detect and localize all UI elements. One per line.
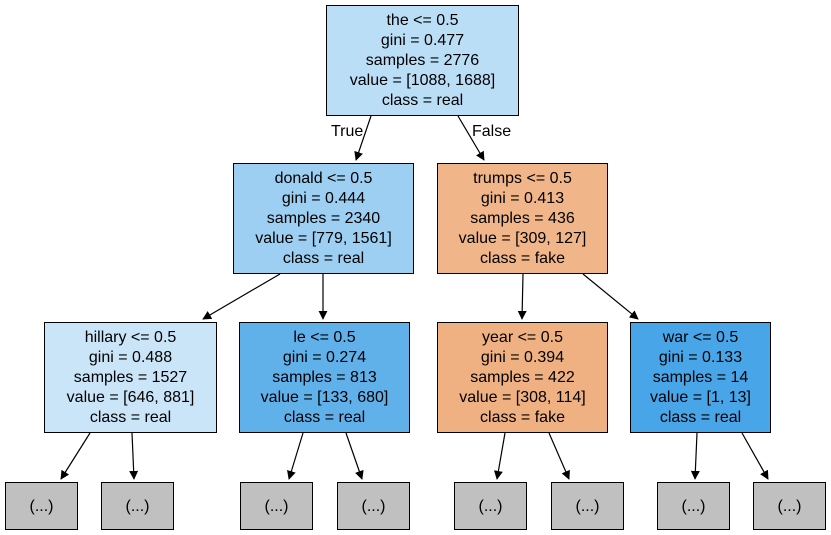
tree-edge-arrow bbox=[129, 432, 139, 480]
truncated-subtree-node: (...) bbox=[551, 482, 624, 530]
truncated-subtree-node: (...) bbox=[101, 482, 174, 530]
tree-node-line: gini = 0.133 bbox=[659, 349, 742, 366]
tree-edge-arrow bbox=[202, 273, 281, 320]
tree-node-line: trumps <= 0.5 bbox=[473, 170, 572, 187]
tree-node-line: war <= 0.5 bbox=[662, 329, 739, 346]
tree-node-line: samples = 813 bbox=[272, 369, 377, 386]
tree-node-line: gini = 0.394 bbox=[481, 349, 564, 366]
tree-edge-arrow bbox=[457, 115, 485, 161]
truncated-node-box bbox=[337, 482, 410, 530]
tree-node-line: donald <= 0.5 bbox=[275, 170, 373, 187]
tree-node-line: class = real bbox=[660, 409, 741, 426]
edge-labels: True False bbox=[331, 123, 511, 140]
truncated-subtree-node: (...) bbox=[657, 482, 730, 530]
tree-node-n5: year <= 0.5 gini = 0.394 samples = 422 valu… bbox=[437, 322, 608, 433]
tree-node-box bbox=[630, 322, 771, 433]
truncated-node-box bbox=[5, 482, 78, 530]
tree-node-box bbox=[239, 322, 410, 433]
truncated-node-box bbox=[551, 482, 624, 530]
tree-node-n1: donald <= 0.5 gini = 0.444 samples = 2340 v… bbox=[233, 163, 414, 274]
tree-node-box bbox=[326, 5, 519, 116]
tree-node-line: value = [779, 1561] bbox=[255, 230, 392, 247]
tree-edge-arrow bbox=[517, 273, 527, 320]
tree-node-line: gini = 0.477 bbox=[381, 32, 464, 49]
tree-node-line: gini = 0.274 bbox=[283, 349, 366, 366]
tree-edge-arrow bbox=[345, 432, 364, 480]
truncated-node-label: (...) bbox=[778, 498, 802, 515]
tree-node-box bbox=[233, 163, 414, 274]
truncated-node-box bbox=[657, 482, 730, 530]
tree-node-line: class = real bbox=[90, 409, 171, 426]
truncated-node-label: (...) bbox=[126, 498, 150, 515]
tree-edge-arrow bbox=[741, 432, 769, 480]
tree-node-n6: war <= 0.5 gini = 0.133 samples = 14 value … bbox=[630, 322, 771, 433]
truncated-node-label: (...) bbox=[576, 498, 600, 515]
tree-node-line: gini = 0.413 bbox=[481, 190, 564, 207]
truncated-subtree-node: (...) bbox=[753, 482, 826, 530]
tree-node-box bbox=[437, 163, 608, 274]
truncated-node-label: (...) bbox=[30, 498, 54, 515]
truncated-node-box bbox=[753, 482, 826, 530]
tree-node-box bbox=[437, 322, 608, 433]
tree-node-line: the <= 0.5 bbox=[386, 12, 458, 29]
truncated-node-box bbox=[101, 482, 174, 530]
tree-node-line: year <= 0.5 bbox=[482, 329, 563, 346]
tree-node-line: le <= 0.5 bbox=[293, 329, 355, 346]
tree-node-line: hillary <= 0.5 bbox=[85, 329, 177, 346]
tree-node-line: samples = 422 bbox=[470, 369, 575, 386]
tree-node-line: value = [308, 114] bbox=[459, 389, 585, 406]
tree-nodes: the <= 0.5 gini = 0.477 samples = 2776 valu… bbox=[5, 5, 826, 530]
tree-node-line: value = [309, 127] bbox=[459, 230, 587, 247]
tree-node-line: samples = 1527 bbox=[74, 369, 188, 386]
truncated-node-label: (...) bbox=[682, 498, 706, 515]
truncated-node-label: (...) bbox=[362, 498, 386, 515]
tree-node-n2: trumps <= 0.5 gini = 0.413 samples = 436 va… bbox=[437, 163, 608, 274]
tree-node-line: gini = 0.444 bbox=[282, 190, 365, 207]
tree-edge-arrow bbox=[690, 432, 700, 480]
tree-edge-arrow bbox=[493, 432, 506, 480]
tree-node-line: class = fake bbox=[480, 409, 565, 426]
tree-node-line: value = [133, 680] bbox=[261, 389, 389, 406]
truncated-node-box bbox=[240, 482, 313, 530]
tree-node-line: value = [646, 881] bbox=[67, 389, 195, 406]
tree-node-line: samples = 14 bbox=[653, 369, 749, 386]
tree-edge-arrow bbox=[354, 115, 372, 161]
tree-node-line: gini = 0.488 bbox=[89, 349, 172, 366]
tree-node-line: class = fake bbox=[480, 250, 565, 267]
tree-node-line: samples = 436 bbox=[470, 210, 575, 227]
truncated-subtree-node: (...) bbox=[454, 482, 527, 530]
truncated-subtree-node: (...) bbox=[240, 482, 313, 530]
tree-node-line: samples = 2340 bbox=[267, 210, 381, 227]
tree-node-line: value = [1, 13] bbox=[650, 389, 751, 406]
tree-node-n3: hillary <= 0.5 gini = 0.488 samples = 1527… bbox=[44, 322, 217, 433]
tree-node-line: class = real bbox=[283, 250, 364, 267]
truncated-node-label: (...) bbox=[479, 498, 503, 515]
truncated-subtree-node: (...) bbox=[337, 482, 410, 530]
tree-node-line: class = real bbox=[284, 409, 365, 426]
tree-node-n0: the <= 0.5 gini = 0.477 samples = 2776 valu… bbox=[326, 5, 519, 116]
tree-node-line: class = real bbox=[382, 92, 463, 109]
edge-label-false: False bbox=[472, 123, 511, 140]
edge-label-true: True bbox=[331, 123, 363, 140]
truncated-node-box bbox=[454, 482, 527, 530]
tree-edge-arrow bbox=[287, 432, 304, 480]
truncated-subtree-node: (...) bbox=[5, 482, 78, 530]
tree-edge-arrow bbox=[582, 273, 639, 320]
tree-edges bbox=[60, 115, 769, 480]
tree-node-line: value = [1088, 1688] bbox=[350, 72, 495, 89]
tree-node-box bbox=[44, 322, 217, 433]
tree-edge-arrow bbox=[60, 432, 91, 480]
tree-node-line: samples = 2776 bbox=[366, 52, 480, 69]
tree-node-n4: le <= 0.5 gini = 0.274 samples = 813 value … bbox=[239, 322, 410, 433]
tree-edge-arrow bbox=[548, 432, 570, 480]
truncated-node-label: (...) bbox=[265, 498, 289, 515]
